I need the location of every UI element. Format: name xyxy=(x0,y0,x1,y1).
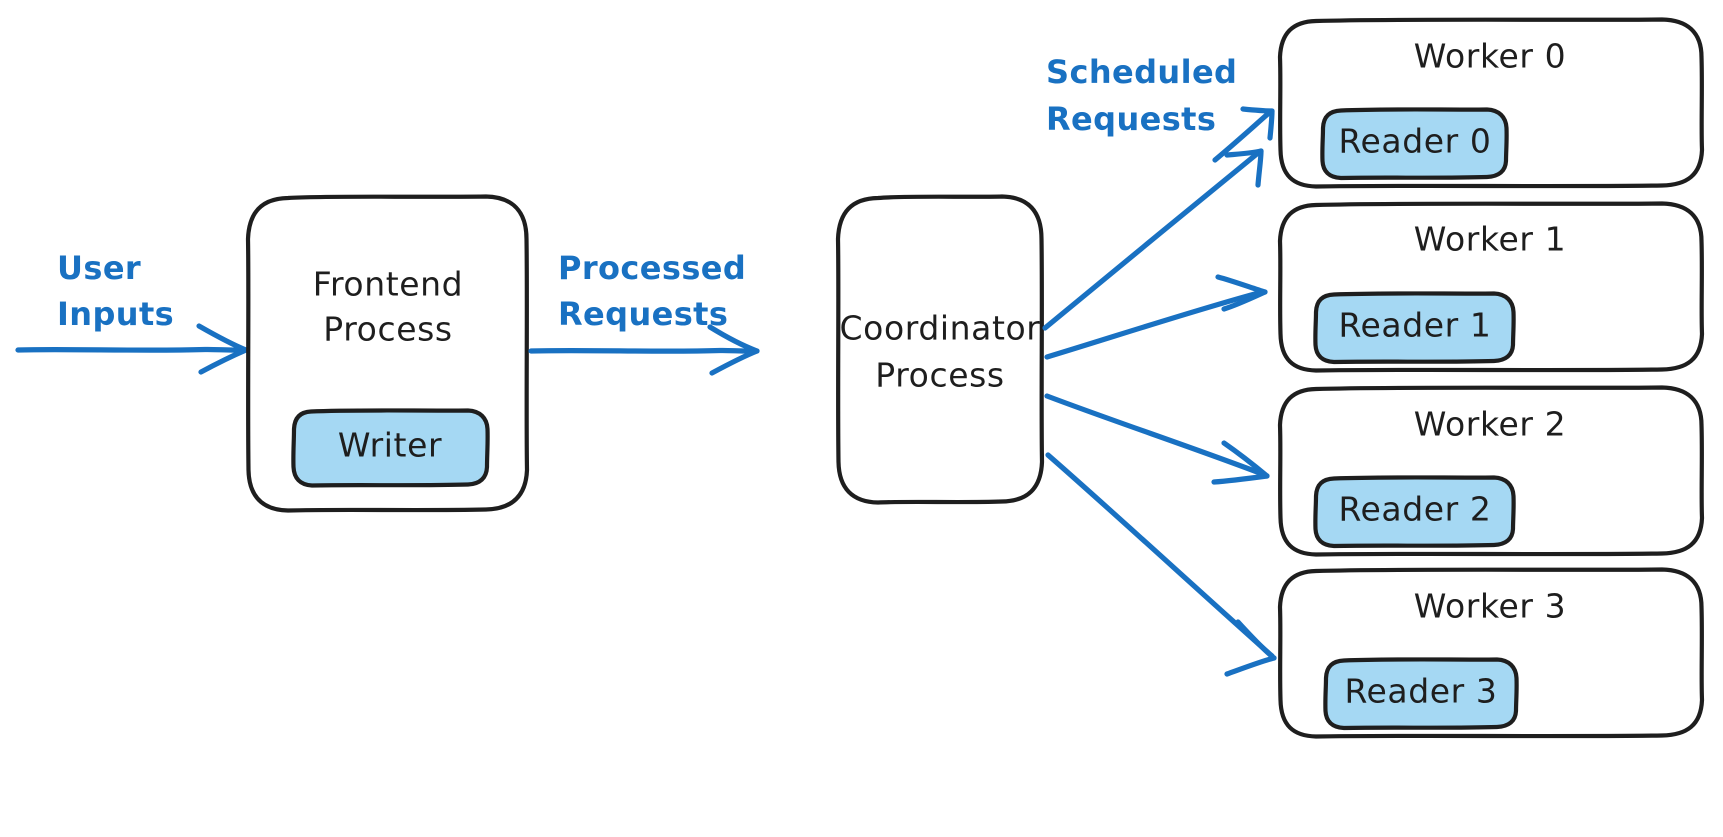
processed-requests-label-line1: Processed xyxy=(558,249,746,287)
worker-2-label: Worker 2 xyxy=(1414,405,1567,444)
reader-0-fill xyxy=(1323,109,1506,177)
scheduled-label-arrow-line xyxy=(1212,109,1273,163)
worker-3-outline xyxy=(1277,567,1705,739)
arrow-worker-1-head-b xyxy=(1221,289,1268,312)
processed-requests-arrow-head-lower xyxy=(709,348,760,376)
reader-1-label: Reader 1 xyxy=(1338,306,1491,345)
frontend-process-outline xyxy=(245,194,530,513)
writer-label: Writer xyxy=(338,426,442,465)
node-coordinator-process[interactable]: Coordinator Process xyxy=(835,194,1045,505)
arrow-worker-1-head-a xyxy=(1215,274,1268,295)
edge-scheduled-requests: Scheduled Requests xyxy=(1042,53,1277,677)
scheduled-requests-label-line2: Requests xyxy=(1046,100,1216,138)
node-writer[interactable]: Writer xyxy=(291,408,490,488)
worker-2-outline xyxy=(1277,385,1705,557)
arrow-worker-2-head-a xyxy=(1221,440,1270,479)
processed-requests-label-line2: Requests xyxy=(558,295,728,333)
scheduled-label-arrow-head-a xyxy=(1240,106,1275,114)
node-reader-2[interactable]: Reader 2 xyxy=(1313,475,1516,549)
arrow-worker-0-head-a xyxy=(1224,148,1264,158)
edge-processed-requests: Processed Requests xyxy=(528,249,760,376)
node-worker-0[interactable]: Worker 0 Reader 0 xyxy=(1277,17,1705,189)
node-worker-1[interactable]: Worker 1 Reader 1 xyxy=(1277,201,1705,373)
arrow-to-worker-0 xyxy=(1042,148,1264,331)
edge-user-inputs: User Inputs xyxy=(15,249,249,375)
worker-3-label: Worker 3 xyxy=(1414,587,1567,626)
node-reader-1[interactable]: Reader 1 xyxy=(1313,291,1516,365)
processed-requests-arrow-head-upper xyxy=(707,324,760,354)
reader-3-label: Reader 3 xyxy=(1344,672,1497,711)
node-worker-3[interactable]: Worker 3 Reader 3 xyxy=(1277,567,1705,739)
arrow-to-worker-3 xyxy=(1045,452,1277,677)
scheduled-requests-label-line1: Scheduled xyxy=(1046,53,1237,91)
user-inputs-arrow-line xyxy=(15,346,247,353)
arrow-to-worker-2 xyxy=(1044,393,1270,485)
arrow-worker-0-head-b xyxy=(1255,148,1264,188)
node-frontend-process[interactable]: Frontend Process Writer xyxy=(245,194,530,513)
user-inputs-arrow-head-upper xyxy=(196,323,249,353)
reader-2-label: Reader 2 xyxy=(1338,490,1491,529)
processed-requests-arrow-line xyxy=(528,347,758,354)
worker-0-outline xyxy=(1277,17,1705,189)
reader-3-outline xyxy=(1323,657,1519,731)
reader-2-outline xyxy=(1313,475,1516,549)
reader-1-outline xyxy=(1313,291,1516,365)
writer-outline xyxy=(291,408,490,488)
coordinator-process-label-line1: Coordinator xyxy=(840,309,1041,348)
arrow-worker-3-head-b xyxy=(1224,655,1277,677)
coordinator-process-body xyxy=(838,196,1042,502)
node-reader-0[interactable]: Reader 0 xyxy=(1320,107,1509,181)
writer-fill xyxy=(294,410,487,485)
arrow-worker-0-line xyxy=(1042,150,1261,331)
reader-1-fill xyxy=(1316,293,1513,361)
node-worker-2[interactable]: Worker 2 Reader 2 xyxy=(1277,385,1705,557)
user-inputs-label-line2: Inputs xyxy=(57,295,174,333)
worker-1-label: Worker 1 xyxy=(1414,220,1567,259)
coordinator-process-label-line2: Process xyxy=(875,356,1004,395)
scheduled-requests-label-arrow xyxy=(1212,106,1275,163)
arrow-worker-2-head-b xyxy=(1211,473,1270,485)
worker-0-label: Worker 0 xyxy=(1414,37,1567,76)
arrow-to-worker-1 xyxy=(1044,274,1268,360)
coordinator-process-outline xyxy=(835,194,1045,505)
node-reader-3[interactable]: Reader 3 xyxy=(1323,657,1519,731)
scheduled-label-arrow-head-b xyxy=(1267,108,1275,141)
worker-1-outline xyxy=(1277,201,1705,373)
reader-3-fill xyxy=(1326,659,1516,727)
reader-0-label: Reader 0 xyxy=(1338,122,1491,161)
arrow-worker-2-line xyxy=(1044,393,1268,478)
frontend-process-label-line1: Frontend xyxy=(313,265,463,304)
reader-0-outline xyxy=(1320,107,1509,181)
reader-2-fill xyxy=(1316,477,1513,545)
arrow-worker-3-head-a xyxy=(1235,619,1277,661)
user-inputs-arrow-head-lower xyxy=(198,347,249,375)
frontend-process-label-line2: Process xyxy=(323,310,452,349)
user-inputs-label-line1: User xyxy=(57,249,141,287)
arrow-worker-1-line xyxy=(1044,289,1265,360)
